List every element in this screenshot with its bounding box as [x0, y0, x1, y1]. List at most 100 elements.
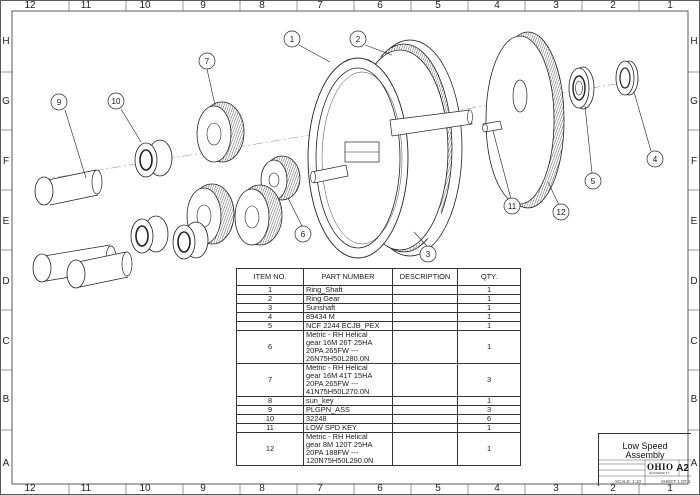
university-logo-sub: UNIVERSITY	[649, 471, 671, 475]
row-label: F	[690, 156, 698, 167]
row-label: A	[690, 458, 698, 469]
bom-item-number: 6	[236, 330, 304, 364]
balloon-11: 11	[503, 197, 521, 215]
university-logo: OHIO	[647, 462, 674, 472]
col-label: 12	[24, 483, 36, 494]
svg-text:3: 3	[426, 250, 431, 259]
col-label: 8	[259, 0, 265, 11]
bom-part-line: sun_key	[306, 396, 334, 405]
bom-part-line: gear 16M 26T 25HA	[306, 338, 373, 347]
sunshaft-3	[310, 164, 349, 184]
svg-text:12: 12	[557, 208, 566, 217]
row-label: B	[690, 394, 698, 405]
bom-part-line: 32248	[306, 414, 327, 423]
col-label: 2	[610, 483, 616, 494]
leader-lines	[64, 44, 652, 247]
svg-text:10: 10	[112, 97, 121, 106]
row-label: G	[690, 96, 698, 107]
balloon-3: 3	[419, 245, 437, 263]
bom-part-line: 41N75H50L270.0N	[306, 387, 370, 396]
bearing-10-b	[130, 215, 169, 254]
row-label: E	[2, 216, 10, 227]
bom-header-qty: QTY.	[457, 268, 521, 286]
title-line-2: Assembly	[625, 450, 665, 460]
bom-description	[392, 330, 458, 364]
col-label: 4	[494, 483, 500, 494]
balloon-5: 5	[584, 172, 602, 190]
col-label: 3	[553, 0, 559, 11]
bom-header-row: ITEM NO. PART NUMBER DESCRIPTION QTY.	[236, 268, 521, 286]
bom-description	[392, 414, 458, 424]
sheet-size: A2	[676, 463, 689, 474]
bom-header-description: DESCRIPTION	[392, 268, 458, 286]
bom-part-line: 89434 M	[306, 312, 335, 321]
bom-description	[392, 405, 458, 415]
bom-description	[392, 423, 458, 433]
balloon-12: 12	[552, 203, 570, 221]
bom-qty: 1	[457, 423, 521, 433]
row-label: C	[690, 336, 698, 347]
svg-text:5: 5	[591, 177, 596, 186]
row-label: B	[2, 394, 10, 405]
balloon-2: 2	[349, 30, 367, 48]
bom-header-item: ITEM NO.	[236, 268, 304, 286]
bom-part-line: 26N75H50L280.0N	[306, 354, 370, 363]
col-label: 1	[667, 0, 673, 11]
bom-part-line: Metric - RH Helical	[306, 432, 368, 441]
svg-text:9: 9	[57, 98, 62, 107]
inner-frame	[11, 10, 689, 485]
bom-part-line: NCF 2244 ECJB_PEX	[306, 321, 380, 330]
col-label: 3	[553, 483, 559, 494]
bom-header-part: PART NUMBER	[303, 268, 393, 286]
svg-text:7: 7	[205, 57, 210, 66]
col-label: 9	[200, 0, 206, 11]
planet-pin-9-c	[66, 251, 133, 289]
bom-description	[392, 432, 458, 466]
col-label: 5	[435, 483, 441, 494]
bom-qty: 1	[457, 321, 521, 331]
svg-text:4: 4	[653, 155, 658, 164]
svg-text:2: 2	[356, 35, 361, 44]
bom-part-line: LOW SPD KEY	[306, 423, 357, 432]
row-label: D	[690, 276, 698, 287]
col-label: 7	[317, 483, 323, 494]
balloon-9: 9	[50, 93, 68, 111]
row-label: H	[2, 36, 10, 47]
bom-description	[392, 303, 458, 313]
row-label: F	[2, 156, 10, 167]
bom-description	[392, 312, 458, 322]
col-label: 8	[259, 483, 265, 494]
balloon-4: 4	[646, 150, 664, 168]
bearing-10-a	[134, 139, 173, 178]
planet-gear-7-top	[196, 101, 245, 163]
row-label: A	[2, 458, 10, 469]
col-label: 9	[200, 483, 206, 494]
bom-part-line: Sunshaft	[306, 303, 336, 312]
col-label: 10	[139, 0, 151, 11]
bill-of-materials-table: ITEM NO. PART NUMBER DESCRIPTION QTY. 1 R…	[236, 268, 521, 466]
bom-part-line: gear 16M 41T 15HA	[306, 371, 373, 380]
bom-part-line: Ring_Shaft	[306, 285, 343, 294]
row-label: H	[690, 36, 698, 47]
balloon-1: 1	[283, 30, 301, 48]
row-label: G	[2, 96, 10, 107]
col-label: 11	[80, 483, 92, 494]
bom-item-number: 11	[236, 423, 304, 433]
bom-description	[392, 321, 458, 331]
col-label: 7	[317, 0, 323, 11]
col-label: 6	[377, 483, 383, 494]
gear-12	[485, 31, 565, 209]
svg-text:6: 6	[301, 230, 306, 239]
